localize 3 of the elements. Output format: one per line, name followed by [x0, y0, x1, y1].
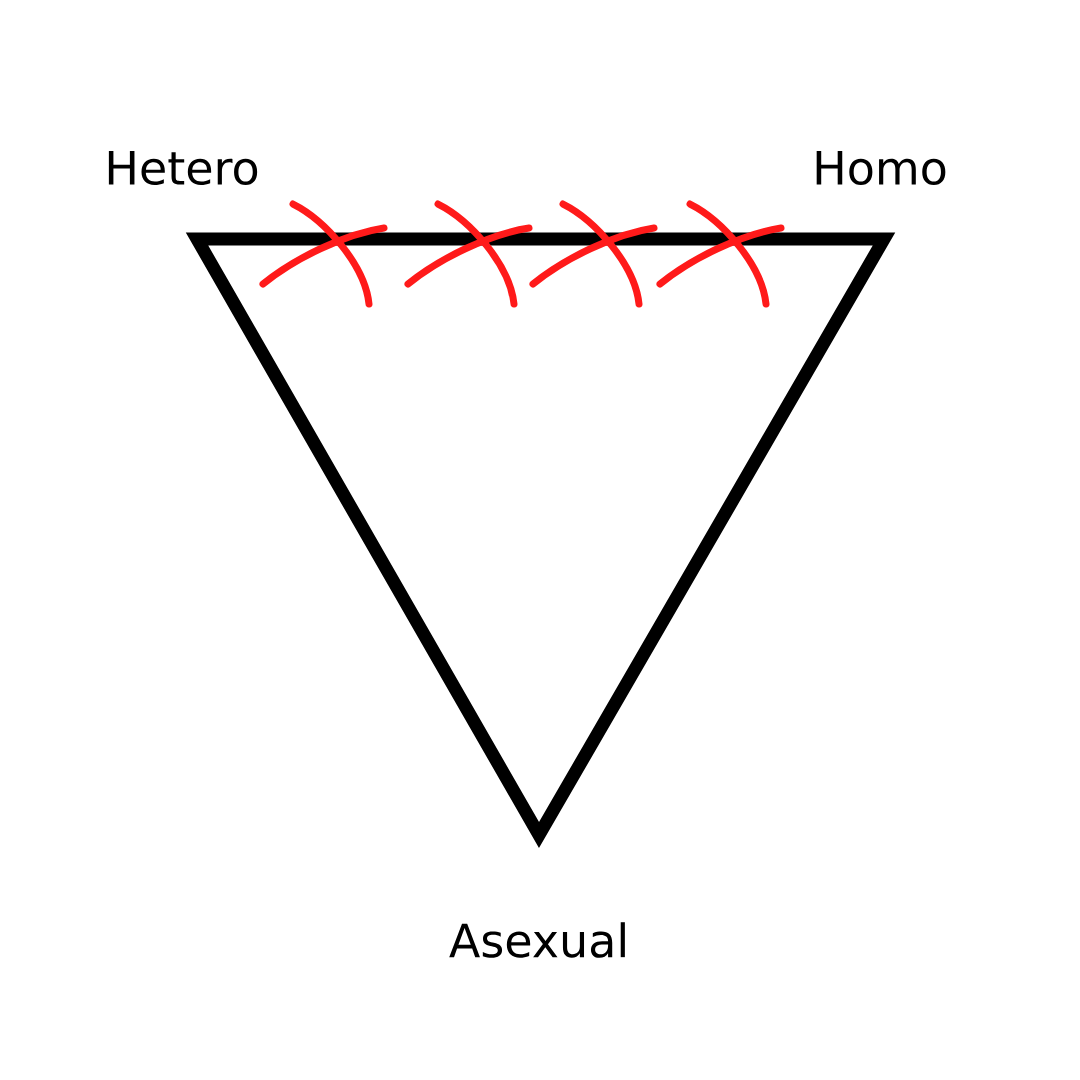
corner-label: Asexual: [449, 922, 625, 958]
corner-label: Homo: [816, 150, 946, 186]
corner-label: Hetero: [108, 150, 258, 186]
